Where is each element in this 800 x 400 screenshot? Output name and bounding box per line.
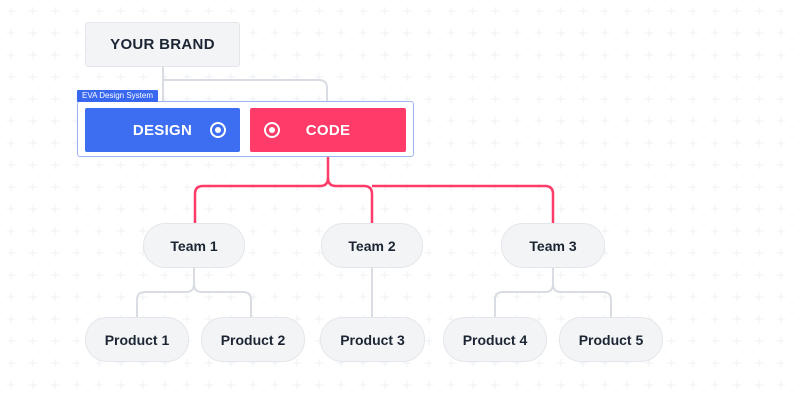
connector-code-team3: [372, 184, 555, 223]
connector-code-team2: [326, 177, 374, 223]
product-node-5[interactable]: Product 5: [559, 317, 663, 362]
team-label: Team 1: [170, 237, 218, 254]
team-node-2[interactable]: Team 2: [321, 223, 423, 268]
product-label: Product 3: [340, 331, 405, 348]
team-node-3[interactable]: Team 3: [501, 223, 605, 268]
product-node-4[interactable]: Product 4: [443, 317, 547, 362]
design-label: DESIGN: [132, 121, 193, 139]
product-label: Product 1: [104, 331, 170, 348]
team-label: Team 3: [529, 237, 577, 254]
product-node-1[interactable]: Product 1: [85, 317, 189, 362]
eva-design-system-tag: EVA Design System: [77, 90, 158, 102]
code-connector-port-icon[interactable]: [264, 122, 280, 138]
product-label: Product 2: [220, 331, 286, 348]
product-label: Product 5: [578, 331, 644, 348]
design-port-dot: [215, 127, 221, 133]
connector-code-trunk: [193, 152, 330, 223]
connector-brand-code: [163, 79, 328, 101]
brand-node[interactable]: YOUR BRAND: [85, 22, 240, 67]
code-label: CODE: [305, 121, 351, 139]
team-label: Team 2: [348, 237, 396, 254]
brand-label: YOUR BRAND: [110, 36, 215, 53]
design-connector-port-icon[interactable]: [210, 122, 226, 138]
product-node-2[interactable]: Product 2: [201, 317, 305, 362]
product-node-3[interactable]: Product 3: [320, 317, 425, 362]
team-node-1[interactable]: Team 1: [143, 223, 245, 268]
code-port-dot: [269, 127, 275, 133]
connector-team3-products: [494, 268, 612, 317]
product-label: Product 4: [462, 331, 528, 348]
connector-team1-products: [136, 268, 252, 317]
